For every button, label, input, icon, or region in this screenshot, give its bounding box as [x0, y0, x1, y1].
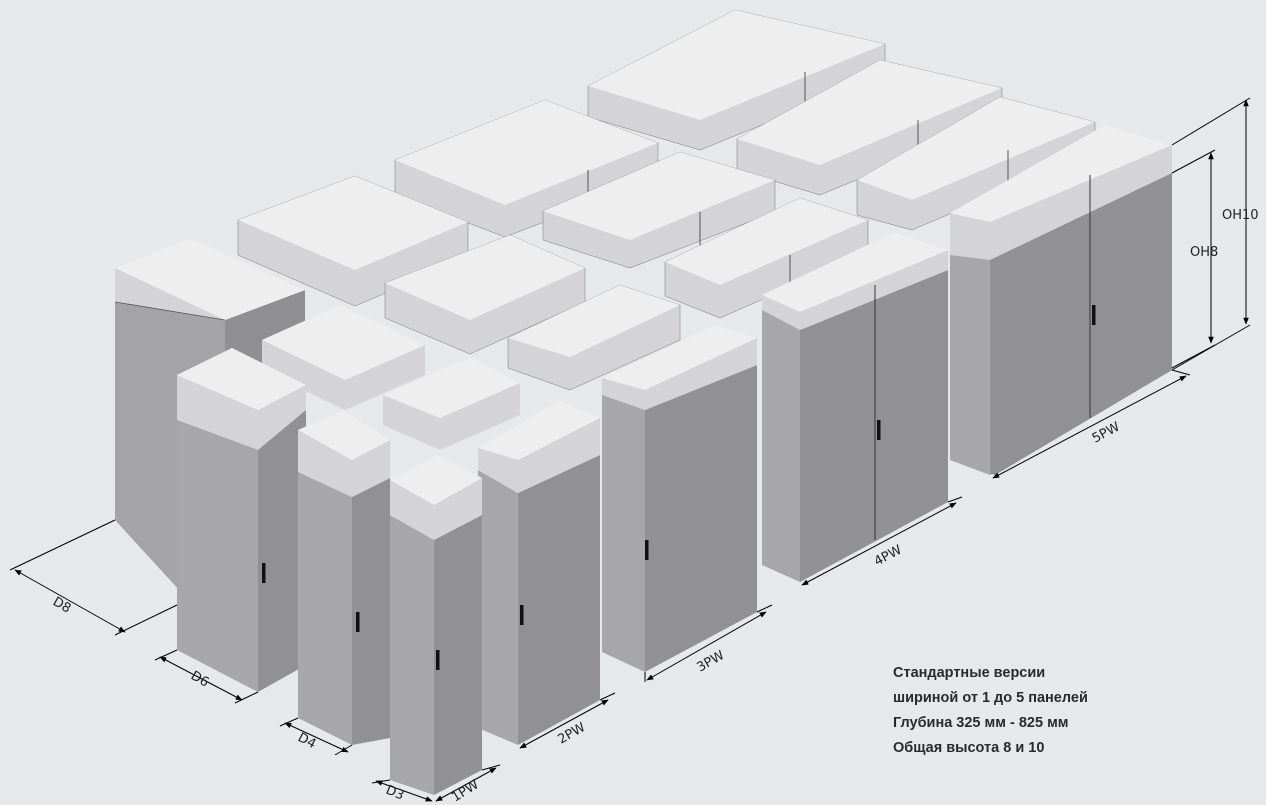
handle-icon [520, 605, 524, 625]
cabinet-d4 [298, 410, 390, 745]
label-d8: D8 [50, 594, 73, 616]
mid-roof-units [262, 305, 520, 450]
label-2pw: 2PW [556, 720, 589, 748]
label-oh10: OH10 [1222, 208, 1259, 223]
label-4pw: 4PW [872, 543, 905, 570]
back-roof-units [237, 9, 1096, 391]
handle-icon [262, 563, 266, 583]
cabinet-2pw [478, 400, 600, 745]
cabinet-1pw-d3 [390, 455, 482, 795]
label-d6: D6 [188, 668, 211, 690]
label-d4: D4 [295, 730, 318, 752]
dimension-lines [9, 97, 1251, 802]
handle-icon [1092, 305, 1096, 325]
caption: Стандартные версии шириной от 1 до 5 пан… [893, 661, 1088, 761]
handle-icon [877, 420, 881, 440]
caption-line-2: шириной от 1 до 5 панелей [893, 690, 1088, 706]
cabinet-3pw [602, 325, 757, 672]
label-5pw: 5PW [1090, 420, 1123, 447]
handle-icon [356, 612, 360, 632]
cabinet-4pw [762, 232, 948, 582]
caption-line-3: Глубина 325 мм - 825 мм [893, 715, 1069, 731]
label-oh8: OH8 [1190, 245, 1218, 260]
caption-line-1: Стандартные версии [893, 665, 1046, 681]
label-3pw: 3PW [695, 648, 728, 676]
label-d3: D3 [384, 783, 407, 804]
cabinet-d6 [177, 348, 306, 692]
handle-icon [645, 540, 649, 560]
handle-icon [436, 650, 440, 670]
caption-line-4: Общая высота 8 и 10 [893, 740, 1045, 756]
